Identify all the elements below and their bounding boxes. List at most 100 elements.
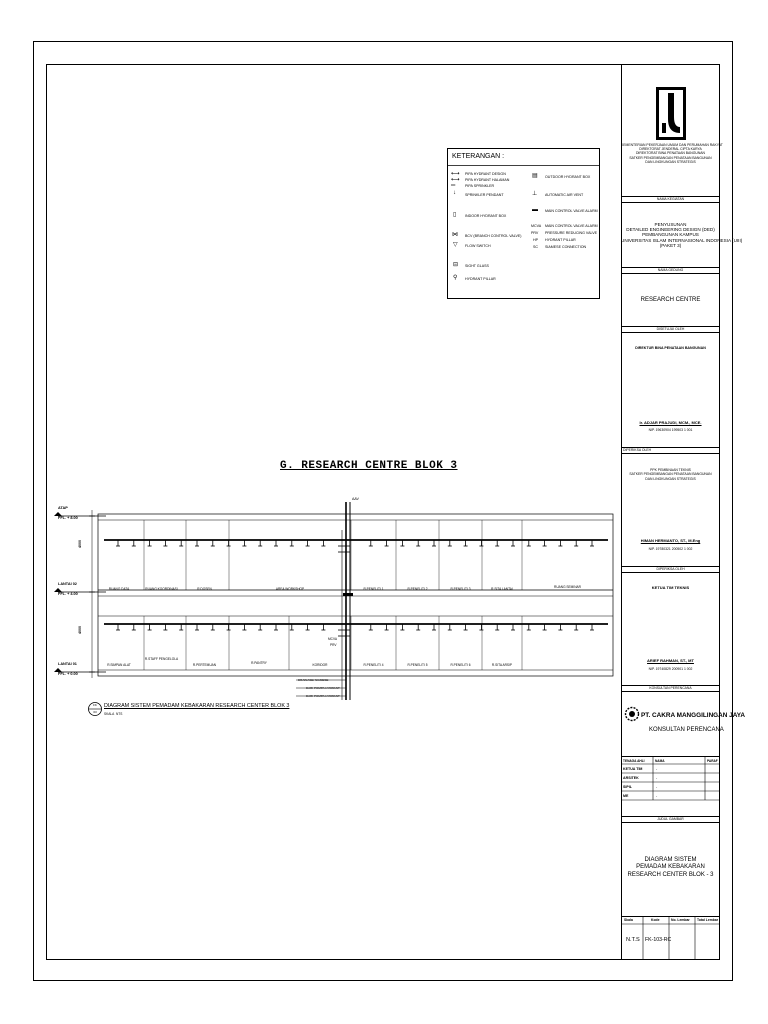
legend-title: KETERANGAN :: [452, 153, 505, 160]
room-label: R.STAFF PENGELOLA: [144, 657, 179, 661]
room-label: KORIDOR: [312, 663, 328, 667]
title-block: [621, 64, 720, 960]
sprinkler-icon: ↓: [453, 190, 456, 196]
legend-label: MAIN CONTROL VALVE ALARM: [545, 224, 598, 228]
scale-label: SKALA: [104, 712, 115, 716]
diperiksa2-name: ARIEF RAHMAN, ST., MT: [647, 658, 694, 663]
diperiksa-title-line: PPK PEMBINAAN TEKNIS: [650, 468, 691, 472]
diagram-title: G. RESEARCH CENTRE BLOK 3: [280, 460, 458, 472]
caption-marker: FK: [93, 703, 97, 707]
room-label: R.PANTRY: [251, 661, 267, 665]
tb-divider: [621, 685, 720, 686]
legend-code: HP: [533, 238, 538, 242]
footer-header: Total Lembar: [697, 918, 719, 922]
hydrant-pillar-icon: ⚲: [453, 275, 458, 281]
room-label: RUANG DATA: [108, 587, 130, 591]
legend-label: OUTDOOR HYDRANT BOX: [545, 175, 591, 179]
room-label: R.PERTEMUAN: [192, 663, 217, 667]
tb-divider: [621, 816, 720, 817]
nama-kegiatan-line: PENYUSUNAN: [654, 222, 687, 227]
tb-divider: [621, 453, 720, 454]
tb-divider: [621, 196, 720, 197]
ministry-line: DIREKTORAT JENDERAL CIPTA KARYA: [639, 147, 702, 152]
legend-label: MAIN CONTROL VALVE ALARM: [545, 209, 598, 213]
caption-marker-icon: [88, 702, 102, 716]
tb-divider: [621, 691, 720, 692]
nama-kegiatan-line: UNIVERSITAS ISLAM INTERNASIONAL INDONESI…: [621, 237, 743, 243]
footer-table-grid: [621, 916, 720, 960]
judul-gambar: DIAGRAM SISTEM PEMADAM KEBAKARAN RESEARC…: [621, 857, 720, 879]
team-role: SIPIL: [623, 785, 632, 789]
pipe-line-icon: ═: [451, 183, 456, 189]
nama-gedung-label: NAMA GEDUNG: [657, 268, 684, 272]
diperiksa-label: DIPERIKSA OLEH: [623, 448, 652, 452]
room-label: R.PENELITI 3: [450, 587, 471, 591]
legend-label: INDOOR HYDRANT BOX: [465, 214, 507, 218]
room-label: R.SIMPAN ALAT: [107, 663, 131, 667]
dimension-label: 4000: [78, 540, 82, 548]
diperiksa-title-line: SATKER PENGEMBANGAN PENATAAN BANGUNAN: [629, 472, 712, 477]
aav-label: AAV: [352, 497, 359, 501]
team-name: -: [656, 776, 658, 780]
tb-divider: [621, 326, 720, 327]
diperiksa-nip: NIP. 19780321 200502 1 002: [648, 547, 693, 551]
level-name: ATAP: [58, 506, 68, 510]
diperiksa2-label: DIPERIKSA OLEH: [656, 567, 685, 571]
pipe-note: DARI POMPA HYDRANT: [306, 686, 340, 690]
company-sub: KONSULTAN PERENCANA: [649, 727, 724, 733]
drawing-outer-border: [33, 41, 733, 981]
room-label: R.SITA ARSIP: [491, 663, 513, 667]
legend-label: PIPA SPRINKLER: [465, 184, 495, 188]
room-label: AREA WORKSHOP: [275, 587, 305, 591]
footer-header: Kode: [651, 918, 660, 922]
team-role: KETUA TIM: [623, 767, 643, 771]
scale-value: NTS: [116, 712, 123, 716]
legend-code: SC: [533, 245, 538, 249]
legend-label: SIAMESE CONNECTION: [545, 245, 587, 249]
legend-label: SPRINKLER PENDANT: [465, 193, 504, 197]
ministry-logo: [656, 87, 686, 140]
drawing-inner-border: [46, 64, 720, 960]
tb-divider: [621, 447, 720, 448]
judul-line: DIAGRAM SISTEM: [644, 857, 697, 863]
ministry-line: KEMENTERIAN PEKERJAAN UMUM DAN PERUMAHAN…: [621, 143, 723, 147]
team-name: -: [656, 785, 658, 789]
footer-code: FK-103-RC: [645, 937, 672, 943]
ministry-text: KEMENTERIAN PEKERJAAN UMUM DAN PERUMAHAN…: [621, 143, 723, 164]
hydrant-box-icon: ▯: [453, 212, 457, 218]
legend-label: PIPA HYDRANT DESIGN: [465, 172, 506, 176]
company-name: PT. CAKRA MANGGILINGAN JAYA: [641, 712, 746, 719]
ministry-line: DIREKTORAT BINA PENATAAN BANGUNAN: [635, 151, 706, 156]
team-name: -: [656, 767, 658, 771]
nama-kegiatan: PENYUSUNAN DETAILED ENGINEERING DESIGN (…: [621, 222, 743, 248]
judul-line: RESEARCH CENTER BLOK - 3: [627, 871, 714, 878]
team-header-paraf: PARAF: [707, 759, 718, 763]
tb-divider: [621, 332, 720, 333]
dimension-label: 4000: [78, 626, 82, 634]
legend-code: MCVA: [531, 224, 542, 228]
outdoor-hydrant-box-icon: ▤: [532, 173, 538, 179]
company-logo-icon: [624, 706, 640, 722]
room-label: R.SITA LANTAI: [491, 587, 513, 591]
nama-kegiatan-line: (PAKET 3): [659, 242, 682, 248]
team-header-role: TENAGA AHLI: [623, 759, 645, 763]
legend-label: HYDRANT PILLAR: [465, 277, 496, 281]
sight-glass-icon: ⊟: [453, 262, 459, 268]
legend-label: HYDRANT PILLAR: [545, 238, 576, 242]
nama-kegiatan-label: NAMA KEGIATAN: [656, 197, 685, 201]
legend-box: [447, 148, 600, 299]
riser-diagram: [54, 502, 614, 700]
judul-label: JUDUL GAMBAR: [657, 817, 684, 821]
valve-label: PRV: [330, 643, 337, 647]
air-vent-icon: ⊥: [532, 191, 538, 197]
room-label: R.PENELITI 1: [363, 587, 384, 591]
disetujui-name: Ir. ADJAR PRAJUDI, MCM., MCE.: [639, 420, 702, 425]
level-name: LANTAI 02: [58, 582, 77, 586]
diperiksa-name: HIMAN HERMANTO, ST., M.Eng: [640, 538, 701, 543]
ministry-line: SATKER PENGEMBANGAN PENATAAN BANGUNAN: [629, 155, 712, 160]
diperiksa-title: PPK PEMBINAAN TEKNIS SATKER PENGEMBANGAN…: [621, 468, 720, 481]
tb-divider: [621, 566, 720, 567]
team-header-name: NAMA: [655, 759, 665, 763]
room-label: RUANG KOORDINASI: [145, 587, 178, 591]
disetujui-title: DIREKTUR BINA PENATAAN BANGUNAN: [635, 346, 706, 350]
